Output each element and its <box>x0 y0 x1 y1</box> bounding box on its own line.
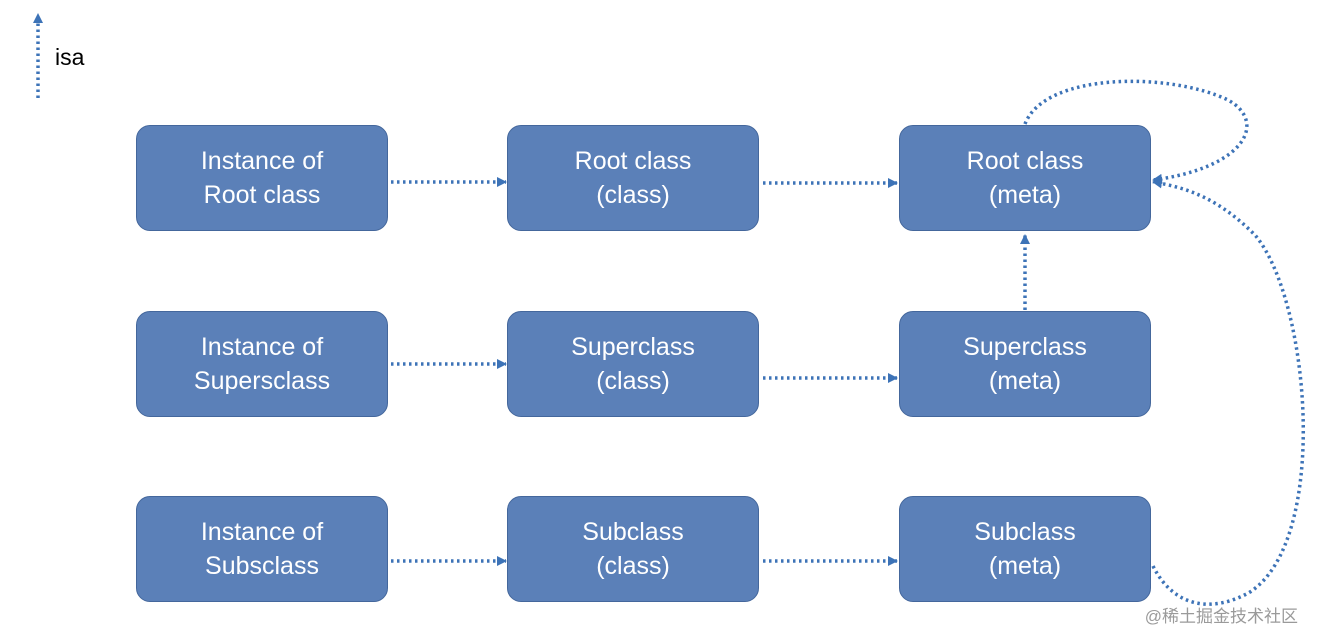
box-label-line1: Root class <box>966 147 1084 175</box>
arrow-sub-meta-to-root-meta <box>1151 178 1306 606</box>
box-instance-of-root-class: Instance of Root class <box>136 125 388 231</box>
box-label-line1: Superclass <box>571 333 695 361</box>
box-superclass-meta: Superclass (meta) <box>899 311 1151 417</box>
box-label-line1: Instance of <box>200 333 324 361</box>
box-label-line2: (meta) <box>988 552 1062 580</box>
box-label-line2: (class) <box>596 552 670 580</box>
box-label-line2: Supersclass <box>193 367 331 395</box>
watermark: @稀土掘金技术社区 <box>1144 607 1298 626</box>
box-label-line1: Subclass <box>582 518 684 546</box>
box-label-line2: (class) <box>596 367 670 395</box>
box-label-line2: Subsclass <box>205 552 319 580</box>
box-label-line1: Instance of <box>200 147 324 175</box>
legend-label-isa: isa <box>55 44 85 70</box>
box-label-line2: (meta) <box>988 181 1062 209</box>
box-label-line2: (meta) <box>988 367 1062 395</box>
box-instance-of-superclass: Instance of Supersclass <box>136 311 388 417</box>
box-root-class-class: Root class (class) <box>507 125 759 231</box>
box-label-line2: Root class <box>203 181 321 209</box>
box-root-class-meta: Root class (meta) <box>899 125 1151 231</box>
box-label-line2: (class) <box>596 181 670 209</box>
box-subclass-class: Subclass (class) <box>507 496 759 602</box>
box-label-line1: Root class <box>574 147 692 175</box>
box-subclass-meta: Subclass (meta) <box>899 496 1151 602</box>
box-label-line1: Instance of <box>200 518 324 546</box>
box-label-line1: Subclass <box>974 518 1076 546</box>
box-instance-of-subclass: Instance of Subsclass <box>136 496 388 602</box>
box-superclass-class: Superclass (class) <box>507 311 759 417</box>
box-label-line1: Superclass <box>963 333 1087 361</box>
